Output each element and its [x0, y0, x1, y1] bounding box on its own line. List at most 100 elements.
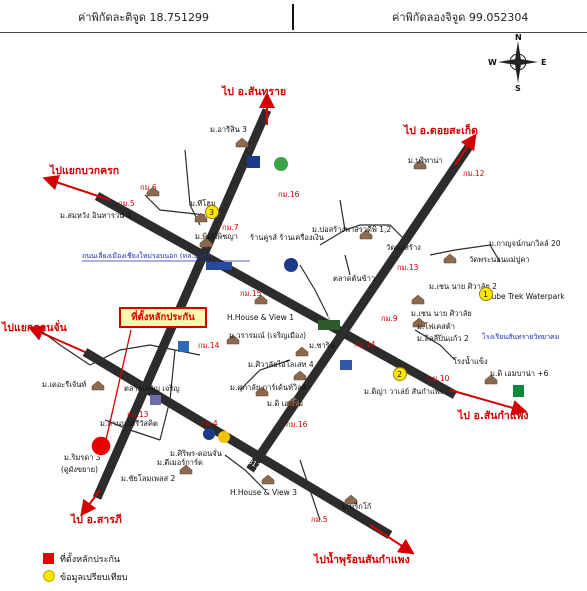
place-label: ม.กาญจน์กนกวิลล์ 20 [489, 239, 561, 248]
collateral-location-label: ที่ตั้งหลักประกัน [119, 307, 207, 328]
dest-ton-khan: ไปแยกตอนจั่น [1, 319, 68, 334]
place-label: ม.โฟเคสต้า [417, 322, 455, 331]
road-map: ไป อ.สันทราย ไป อ.ดอยสะเก็ด ไปแยกบวกครก … [1, 85, 565, 567]
place-labels: ม.อารีสิน 3 ม.ทีโฮม ม.สมหวัง อินทารวน์ 4… [42, 125, 565, 511]
store-sign-icon [206, 262, 232, 270]
comparison-markers: 3 1 2 [205, 205, 493, 381]
school-icon [340, 360, 352, 370]
collateral-pointer [105, 329, 132, 441]
road-ton-khan-nam-phu-ron [82, 348, 393, 539]
poi-icons [150, 156, 524, 443]
comparison-marker-1 [479, 287, 493, 301]
place-label: H.House & View 3 [230, 488, 297, 497]
place-label: ม.ทีโฮม [190, 199, 216, 208]
place-label: ม.สมหวัง อินทารวน์ 4 [60, 211, 132, 220]
collateral-point [90, 435, 112, 457]
road-bo-krok-san-kamphaeng [94, 192, 458, 399]
map-legend: ที่ตั้งหลักประกัน ข้อมูลเปรียบเทียบ [35, 547, 165, 587]
km-marks: กม.6 กม.5 กม.7 กม.16 กม.12 กม.15 กม.14 ก… [118, 169, 485, 524]
km-mark: กม.14 [198, 341, 220, 350]
compass-rose: N S W E [488, 33, 546, 91]
marker-number: 1 [483, 290, 488, 299]
yellow-circle-icon [43, 570, 55, 582]
place-label: วัดพระนอนแม่ปูคา [469, 255, 530, 264]
place-label: ม.ล้านนาสรีวัสคิต [100, 419, 158, 428]
compass-south: S [515, 84, 521, 91]
shop-icon [178, 341, 189, 352]
km-mark: กม.9 [381, 314, 398, 323]
km-mark: กม.13 [127, 410, 149, 419]
destination-arrows [27, 92, 528, 555]
km-mark: กม.12 [463, 169, 485, 178]
place-label: ม.เชน นาย ศิวาลัย 2 [429, 282, 497, 291]
road-doi-saket [246, 142, 474, 473]
place-label: ม.ศุภาลัย การ์เด้นท์วิลล์ [230, 383, 306, 392]
coordinate-header: ค่าพิกัดละติจูด 18.751299 ค่าพิกัดลองจิจ… [0, 0, 587, 33]
place-label: ม.เชน นาย ศิวาลัย [411, 309, 472, 318]
km-mark: กม.6 [140, 183, 157, 192]
market-sign-icon [318, 320, 340, 330]
header-divider [292, 4, 294, 30]
dest-doi-saket: ไป อ.ดอยสะเก็ด [403, 123, 478, 137]
comparison-marker-2 [393, 367, 407, 381]
place-label: ม.ดิ เอมบาน่า +6 [490, 369, 549, 378]
place-label: ร้านคูรส์ ร้านเครื่องเงิน [250, 232, 324, 242]
place-label: ม.ดิ เอสดีม [267, 399, 303, 408]
building-icon [150, 395, 161, 405]
km-mark: กม.16 [286, 420, 308, 429]
road-san-sai-saraphi [92, 108, 272, 500]
longitude-label: ค่าพิกัดลองจิจูด 99.052304 [392, 11, 529, 24]
dest-san-kamphaeng: ไป อ.สันกำแพง [457, 409, 529, 422]
compass-east: E [541, 58, 546, 67]
place-label: โรงน้ำแข็ง [453, 356, 488, 366]
place-label: ม.พร็กโก้ [342, 501, 371, 511]
place-label: ม.วรารมณ์ (เจริญเมือง) [229, 331, 306, 340]
km-mark: กม.16 [278, 190, 300, 199]
km-mark: กม.5 [311, 515, 328, 524]
place-label: ม.ชาริน [309, 341, 335, 350]
latitude-label: ค่าพิกัดละติจูด 18.751299 [78, 11, 209, 24]
place-label: ม.ชัยโลมเพลส 2 [121, 474, 175, 483]
ptt-station-icon [203, 428, 215, 440]
seven-eleven-icon [513, 385, 524, 397]
tree-icon [274, 157, 288, 171]
temple-icon [247, 156, 260, 168]
km-mark: กม.14 [354, 340, 376, 349]
legend-comparison-label: ข้อมูลเปรียบเทียบ [60, 573, 128, 583]
compass-north: N [515, 33, 522, 42]
place-label: ม.ดีเมอร์การ์ด [157, 458, 203, 467]
place-label: ม.ปอสร้างพาสรวดีพิ 1,2 [312, 225, 391, 234]
place-label: ตลาดต้นข้าว [333, 274, 375, 283]
km-mark: กม.13 [397, 263, 419, 272]
place-label: โรงเรียนสันทรายวิทยาคม [482, 332, 559, 341]
place-label: ม.ริมรดา 3 [64, 453, 101, 462]
header-rule [0, 32, 587, 33]
road-label-outer-ring: ถนนเลี่ยงเมืองเชียงใหม่รอบนอก (ทล.121) [82, 251, 210, 260]
km-mark: กม.7 [222, 223, 239, 232]
place-label: (ดูผังขยาย) [61, 465, 98, 474]
place-label: ม.บริทาน่า [408, 156, 443, 165]
place-label: Tube Trek Waterpark [487, 292, 565, 301]
collateral-marker [90, 329, 132, 457]
km-mark: กม.4 [201, 419, 218, 428]
shell-station-icon [218, 431, 230, 443]
marker-number: 3 [209, 208, 214, 217]
dest-nam-phu-ron: ไปน้ำพุร้อนสันกำแพง [313, 551, 410, 567]
house-icons [91, 137, 498, 505]
place-label: ม.ดิญ่า วาเล่ย์ สันกำแพง [364, 387, 444, 396]
compass-west: W [488, 58, 497, 67]
place-label: วัดบ่อสร้าง [386, 243, 421, 252]
dest-saraphi: ไป อ.สารภี [70, 513, 122, 526]
place-label: ม.อารีสิน 3 [210, 125, 247, 134]
place-label: ม.เดอะรีเจ้นท์ [42, 380, 86, 389]
place-label: ม.ลิลลี่ปิ่นแก้ว 2 [417, 333, 469, 343]
marker-number: 2 [397, 370, 402, 379]
km-mark: กม.15 [240, 289, 262, 298]
dest-bo-krok: ไปแยกบวกครก [49, 164, 119, 177]
place-label: ม.พิมพ์พิชญา [195, 232, 238, 241]
main-roads [82, 108, 474, 539]
red-square-icon [43, 553, 54, 564]
legend-collateral-label: ที่ตั้งหลักประกัน [60, 555, 121, 565]
km-mark: กม.10 [428, 374, 450, 383]
